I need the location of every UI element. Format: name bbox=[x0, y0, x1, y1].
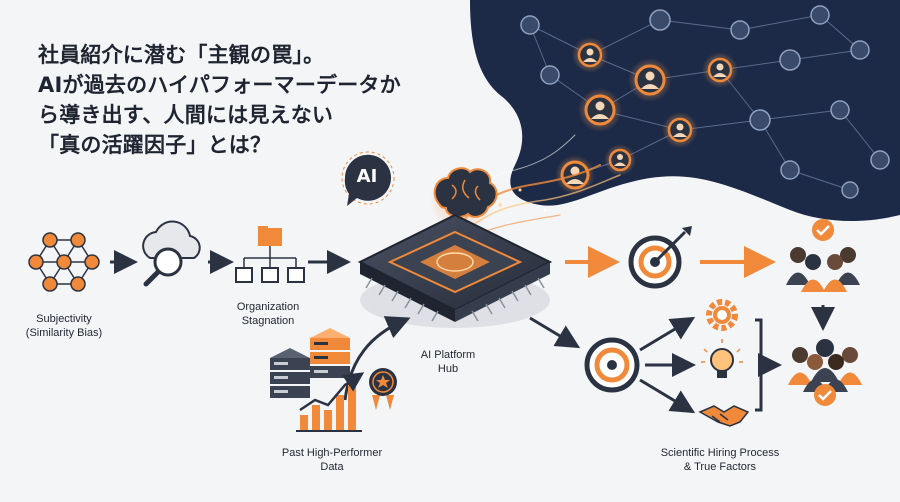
branch-arrows bbox=[639, 316, 782, 414]
cloud-search-icon bbox=[142, 220, 201, 287]
handshake-icon bbox=[698, 405, 750, 427]
bar-chart-icon bbox=[296, 372, 365, 432]
target-icon bbox=[584, 337, 640, 393]
chip-icon bbox=[357, 213, 553, 328]
target-icon bbox=[628, 226, 692, 289]
award-badge-icon bbox=[369, 368, 397, 410]
brain-icon bbox=[430, 167, 498, 240]
headline-line: ら導き出す、人間には見えない bbox=[38, 103, 334, 127]
headline-line: AIが過去のハイパフォーマーデータか bbox=[38, 73, 401, 97]
team-icon bbox=[786, 219, 860, 292]
stagnation-label: Organization Stagnation bbox=[236, 301, 300, 327]
network-people-icon bbox=[28, 232, 100, 292]
server-icon bbox=[270, 328, 350, 398]
ai-badge-label: AI bbox=[356, 166, 378, 187]
platform-label: AI Platform Hub bbox=[420, 349, 476, 375]
past-data-label: Past High-Performer Data bbox=[281, 447, 383, 473]
subjectivity-label: Subjectivity (Similarity Bias) bbox=[25, 313, 103, 339]
lightbulb-icon bbox=[701, 339, 743, 378]
headline: 社員紹介に潜む「主観の罠」。 AIが過去のハイパフォーマーデータか ら導き出す、… bbox=[38, 40, 458, 160]
ai-speech-bubble bbox=[341, 151, 395, 206]
network-nodes bbox=[520, 5, 890, 199]
headline-line: 社員紹介に潜む「主観の罠」。 bbox=[38, 43, 325, 67]
headline-line: 「真の活躍因子」とは？ bbox=[38, 133, 272, 157]
team-icon bbox=[788, 339, 862, 406]
org-chart-icon bbox=[235, 226, 305, 283]
scientific-label: Scientific Hiring Process & True Factors bbox=[660, 447, 780, 473]
gear-icon bbox=[706, 299, 738, 331]
